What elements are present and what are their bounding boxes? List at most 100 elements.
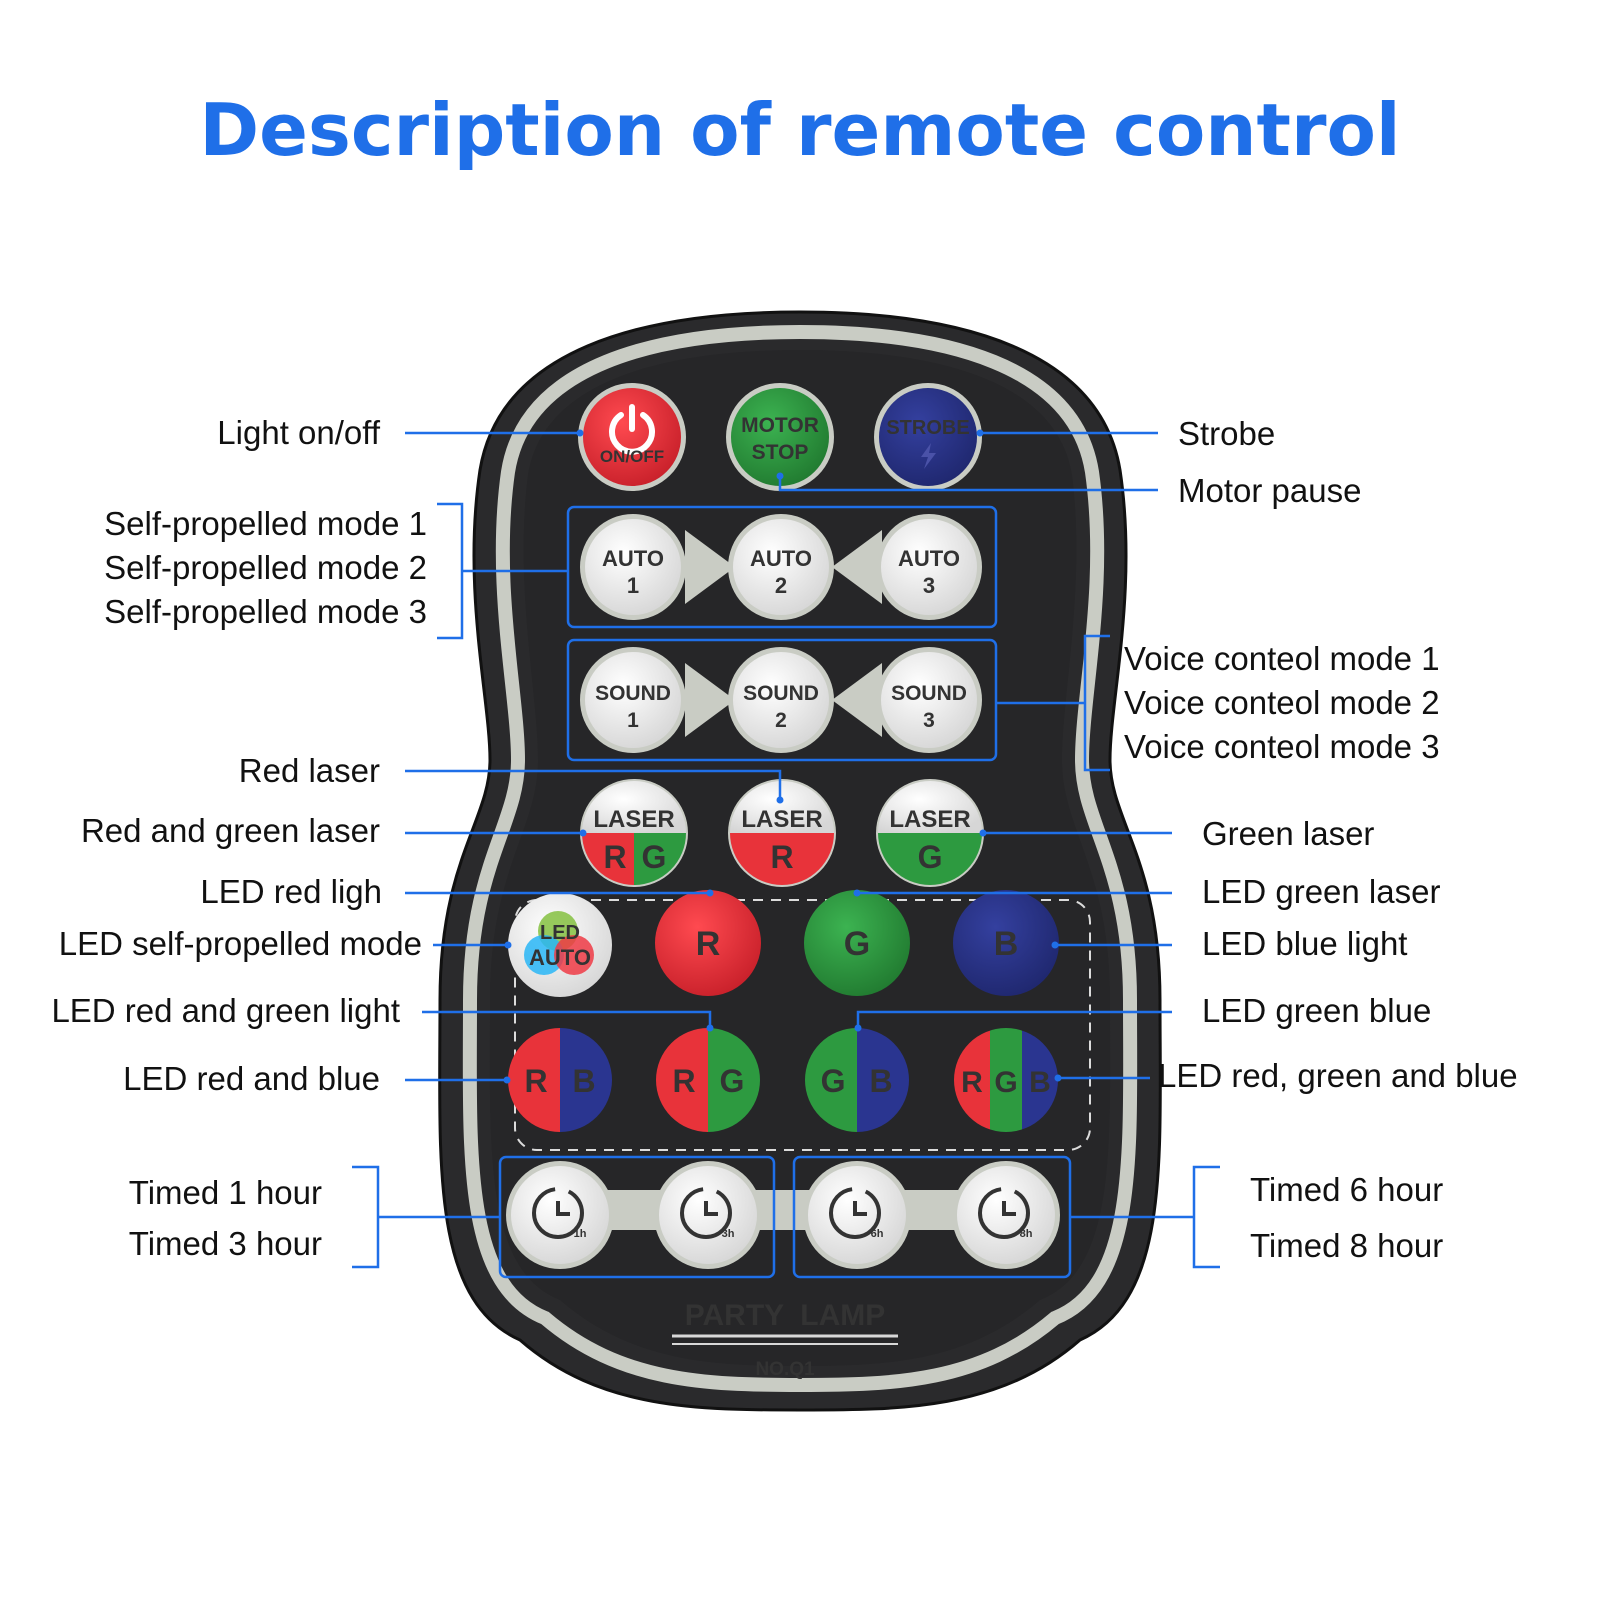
timer-1h-button[interactable]: 1h — [506, 1161, 614, 1269]
led-rb-r: R — [524, 1063, 547, 1099]
led-auto-line1: LED — [540, 922, 580, 944]
auto-row: AUTO 1 AUTO 2 AUTO 3 — [566, 505, 998, 629]
label-led-blue: LED blue light — [1202, 925, 1407, 962]
led-gb-g: G — [821, 1063, 846, 1099]
clock-icon — [680, 1187, 732, 1239]
laser-g-button[interactable]: LASER G — [876, 779, 984, 887]
label-led-rb: LED red and blue — [123, 1060, 380, 1097]
auto-label: AUTO — [750, 546, 812, 571]
led-rb-button[interactable]: R B — [508, 1028, 612, 1132]
clock-icon — [829, 1187, 881, 1239]
timer-label: 1h — [574, 1228, 587, 1240]
laser-r-letter: R — [770, 839, 793, 875]
label-led-rgb: LED red, green and blue — [1158, 1057, 1518, 1094]
laser-g-letter: G — [642, 839, 667, 875]
led-r-button[interactable]: R — [655, 890, 761, 996]
label-self-1: Self-propelled mode 1 — [104, 505, 427, 542]
page-title: Description of remote control — [199, 88, 1401, 172]
sound-number: 3 — [923, 709, 935, 732]
label-light-onoff: Light on/off — [217, 414, 381, 451]
laser-label: LASER — [741, 806, 822, 833]
timer-label: 8h — [1020, 1228, 1033, 1240]
auto-label: AUTO — [602, 546, 664, 571]
sound-2-button[interactable]: SOUND 2 — [728, 647, 834, 753]
brand-label: PARTY LAMP — [685, 1299, 886, 1332]
auto-number: 1 — [627, 573, 639, 598]
label-voice-1: Voice conteol mode 1 — [1124, 640, 1440, 677]
led-dashed-area — [514, 899, 1091, 1151]
label-led-self: LED self-propelled mode — [59, 925, 422, 962]
laser-r-letter: R — [603, 839, 626, 875]
led-g-button[interactable]: G — [804, 890, 910, 996]
led-b-button[interactable]: B — [953, 890, 1059, 996]
label-motor-pause: Motor pause — [1178, 472, 1361, 509]
motor-stop-line1: MOTOR — [741, 414, 819, 437]
laser-label: LASER — [593, 806, 674, 833]
led-rgb-g: G — [994, 1066, 1017, 1099]
onoff-label: ON/OFF — [600, 447, 664, 466]
led-r-letter: R — [696, 925, 721, 963]
power-icon — [609, 404, 655, 455]
model-label: NO.Q1 — [755, 1359, 815, 1380]
auto-number: 3 — [923, 573, 935, 598]
clock-icon — [978, 1187, 1030, 1239]
lightning-icon — [921, 443, 936, 469]
laser-label: LASER — [889, 806, 970, 833]
label-self-3: Self-propelled mode 3 — [104, 593, 427, 630]
auto-3-button[interactable]: AUTO 3 — [876, 514, 982, 620]
led-rb-b: B — [572, 1063, 595, 1099]
clock-icon — [532, 1187, 584, 1239]
label-timed-6: Timed 6 hour — [1250, 1171, 1443, 1208]
timer-8h-button[interactable]: 8h — [952, 1161, 1060, 1269]
motor-stop-button[interactable]: MOTOR STOP — [726, 383, 834, 491]
strobe-label: STROBE — [886, 417, 969, 439]
auto-label: AUTO — [898, 546, 960, 571]
sound-label: SOUND — [743, 682, 819, 705]
led-rgb-b: B — [1029, 1066, 1051, 1099]
led-rg-r: R — [672, 1063, 695, 1099]
auto-number: 2 — [775, 573, 787, 598]
motor-stop-line2: STOP — [752, 441, 809, 464]
led-b-letter: B — [994, 925, 1019, 963]
led-rgb-button[interactable]: R G B — [954, 1028, 1058, 1132]
timer-6h-button[interactable]: 6h — [803, 1161, 911, 1269]
label-timed-8: Timed 8 hour — [1250, 1227, 1443, 1264]
sound-label: SOUND — [891, 682, 967, 705]
label-green-laser: Green laser — [1202, 815, 1374, 852]
led-auto-button[interactable]: LED AUTO — [508, 893, 612, 997]
labels: Light on/off Strobe Motor pause Self-pro… — [51, 414, 1517, 1264]
led-rgb-r: R — [961, 1066, 983, 1099]
label-timed-1: Timed 1 hour — [129, 1174, 322, 1211]
label-self-2: Self-propelled mode 2 — [104, 549, 427, 586]
strobe-button[interactable]: STROBE — [874, 383, 982, 491]
led-rg-g: G — [720, 1063, 745, 1099]
led-gb-button[interactable]: G B — [805, 1028, 909, 1132]
laser-r-button[interactable]: LASER R — [728, 779, 836, 887]
callout-lines — [352, 429, 1220, 1269]
timer-3h-button[interactable]: 3h — [654, 1161, 762, 1269]
auto-1-button[interactable]: AUTO 1 — [580, 514, 686, 620]
label-voice-3: Voice conteol mode 3 — [1124, 728, 1440, 765]
led-auto-line2: AUTO — [529, 945, 591, 970]
auto-2-button[interactable]: AUTO 2 — [728, 514, 834, 620]
label-rg-laser: Red and green laser — [81, 812, 380, 849]
timer-row — [498, 1155, 1072, 1279]
sound-1-button[interactable]: SOUND 1 — [580, 647, 686, 753]
label-led-red: LED red ligh — [200, 873, 382, 910]
led-g-letter: G — [844, 925, 870, 963]
sound-number: 1 — [627, 709, 639, 732]
led-gb-b: B — [869, 1063, 892, 1099]
label-red-laser: Red laser — [239, 752, 380, 789]
remote-rim — [462, 324, 1138, 1393]
sound-row: SOUND 1 SOUND 2 SOUND 3 — [566, 638, 998, 762]
laser-rg-button[interactable]: LASER R G — [580, 779, 688, 887]
sound-3-button[interactable]: SOUND 3 — [876, 647, 982, 753]
led-rg-button[interactable]: R G — [656, 1028, 760, 1132]
timer-label: 6h — [871, 1228, 884, 1240]
onoff-button[interactable]: ON/OFF — [578, 383, 686, 491]
label-led-green-laser: LED green laser — [1202, 873, 1440, 910]
label-timed-3: Timed 3 hour — [129, 1225, 322, 1262]
timer-label: 3h — [722, 1228, 735, 1240]
label-led-rg: LED red and green light — [51, 992, 400, 1029]
